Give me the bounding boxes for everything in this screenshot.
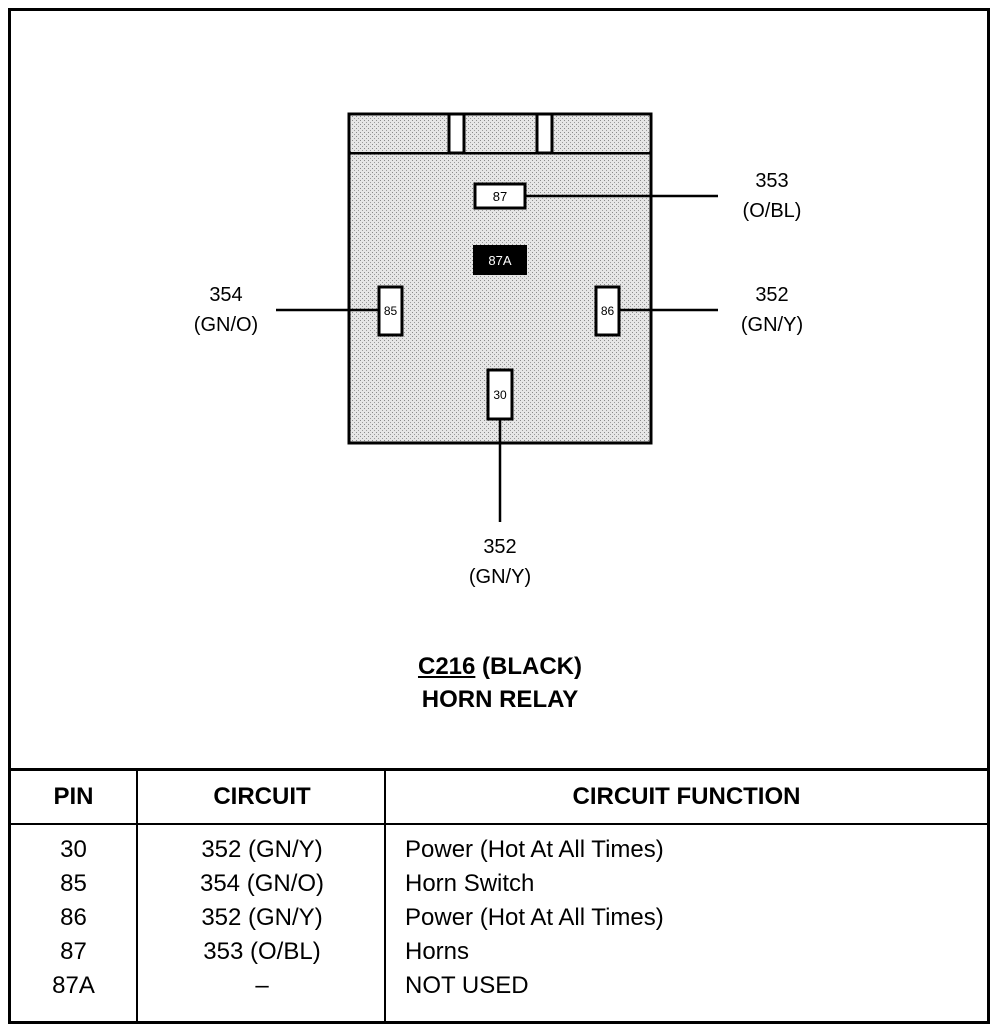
pin-86: 86 <box>594 285 621 337</box>
connector-latch <box>347 112 653 155</box>
pin-30-label: 30 <box>493 388 507 402</box>
row-function: Horns <box>405 938 470 965</box>
wire-352-bottom-label: 352 (GN/Y) <box>440 532 560 592</box>
connector-color: (BLACK) <box>475 653 582 680</box>
row-pin: 85 <box>60 870 87 897</box>
wire-352-bottom-circuit: 352 <box>483 536 517 558</box>
row-circuit: – <box>255 972 269 999</box>
diagram-caption: C216 (BLACK) HORN RELAY <box>300 650 700 716</box>
pin-85-label: 85 <box>384 304 398 318</box>
row-function: Horn Switch <box>405 870 535 897</box>
diagram-frame <box>8 8 990 1024</box>
connector-id: C216 <box>417 653 476 680</box>
connector-id-line: C216 (BLACK) <box>300 650 700 683</box>
wire-352-right-label: 352 (GN/Y) <box>712 280 832 340</box>
row-circuit: 352 (GN/Y) <box>201 836 323 863</box>
relay-connector-diagram: 87 87A 85 86 30 <box>276 112 718 522</box>
row-circuit: 352 (GN/Y) <box>201 904 323 931</box>
column-divider <box>384 771 386 1024</box>
wire-354-color: (GN/O) <box>193 314 259 336</box>
row-pin: 30 <box>60 836 87 863</box>
header-divider <box>11 823 987 825</box>
row-pin: 86 <box>60 904 87 931</box>
header-circuit-function: CIRCUIT FUNCTION <box>572 783 801 810</box>
pin-87-label: 87 <box>493 189 507 204</box>
column-divider <box>136 771 138 1024</box>
row-circuit: 353 (O/BL) <box>203 938 321 965</box>
wire-352-right-color: (GN/Y) <box>740 314 804 336</box>
wire-353-color: (O/BL) <box>742 200 802 222</box>
pin-87a-label: 87A <box>488 253 511 268</box>
row-function: NOT USED <box>405 972 529 999</box>
header-pin: PIN <box>53 783 94 810</box>
row-function: Power (Hot At All Times) <box>405 904 664 931</box>
row-pin: 87 <box>60 938 87 965</box>
pin-30: 30 <box>486 368 514 421</box>
row-pin: 87A <box>52 972 95 999</box>
row-function: Power (Hot At All Times) <box>405 836 664 863</box>
pin-87a: 87A <box>473 245 527 275</box>
wire-352-bottom-color: (GN/Y) <box>468 566 532 588</box>
pin-85: 85 <box>377 285 404 337</box>
pin-86-label: 86 <box>601 304 615 318</box>
pin-table: PIN CIRCUIT CIRCUIT FUNCTION 30 352 (GN/… <box>11 768 987 1024</box>
wire-354-label: 354 (GN/O) <box>166 280 286 340</box>
wire-353-label: 353 (O/BL) <box>712 166 832 226</box>
component-name: HORN RELAY <box>421 686 579 713</box>
pin-87: 87 <box>473 182 527 210</box>
wire-353-circuit: 353 <box>755 170 789 192</box>
wire-352-right-circuit: 352 <box>755 284 789 306</box>
wire-354-circuit: 354 <box>209 284 243 306</box>
header-circuit: CIRCUIT <box>213 783 311 810</box>
row-circuit: 354 (GN/O) <box>199 870 325 897</box>
